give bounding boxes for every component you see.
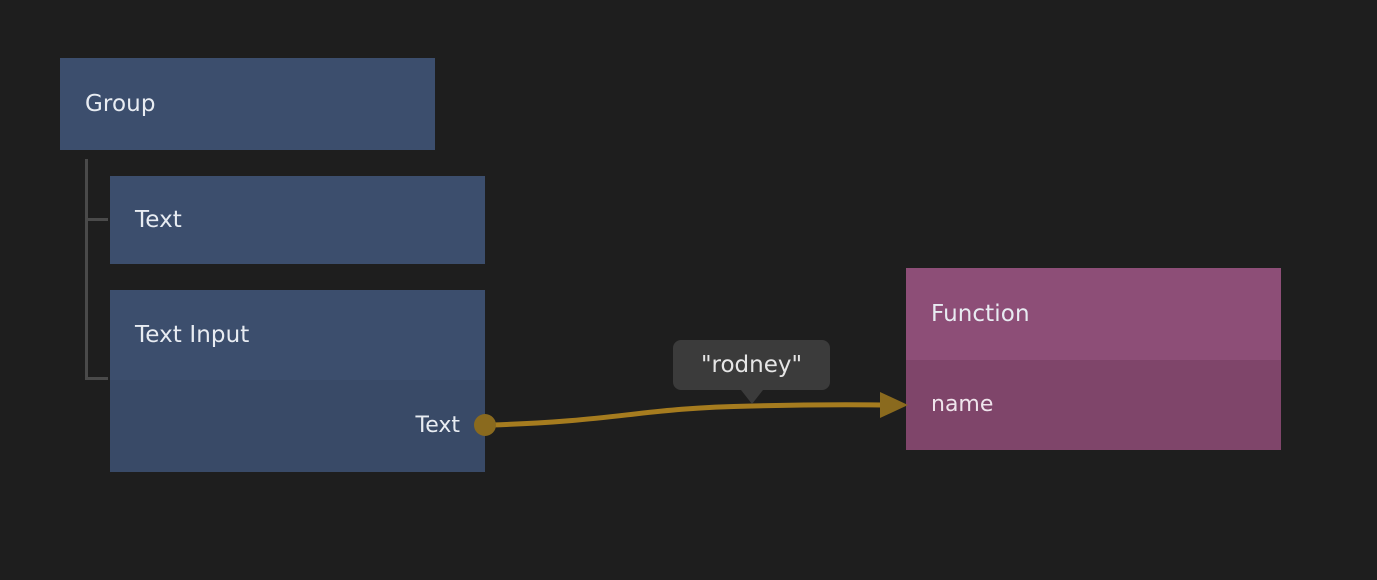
node-function-title: Function (931, 300, 1030, 327)
output-port-row-text[interactable]: Text (416, 380, 461, 472)
edge-arrowhead (880, 392, 908, 418)
node-text-title: Text (135, 206, 182, 233)
node-group-title: Group (85, 90, 156, 117)
node-text-input-header[interactable]: Text Input (110, 290, 485, 380)
edge-value-tooltip-text: "rodney" (700, 351, 803, 378)
tooltip-pointer-icon (740, 390, 763, 404)
edge-value-tooltip: "rodney" (673, 340, 830, 404)
node-text-header[interactable]: Text (110, 176, 485, 264)
node-text-input-title: Text Input (135, 321, 250, 348)
node-text-input-body: Text (110, 380, 485, 472)
edge-wire-text-to-name[interactable] (489, 402, 901, 428)
input-port-label-name: name (931, 392, 994, 417)
node-group-header[interactable]: Group (60, 58, 435, 150)
node-function-body: name (906, 360, 1281, 450)
output-port-label-text: Text (415, 413, 461, 438)
node-function[interactable]: Function name (906, 268, 1281, 450)
node-text[interactable]: Text (110, 176, 485, 264)
node-group[interactable]: Group (60, 58, 435, 150)
node-text-input[interactable]: Text Input Text (110, 290, 485, 472)
node-function-header[interactable]: Function (906, 268, 1281, 360)
